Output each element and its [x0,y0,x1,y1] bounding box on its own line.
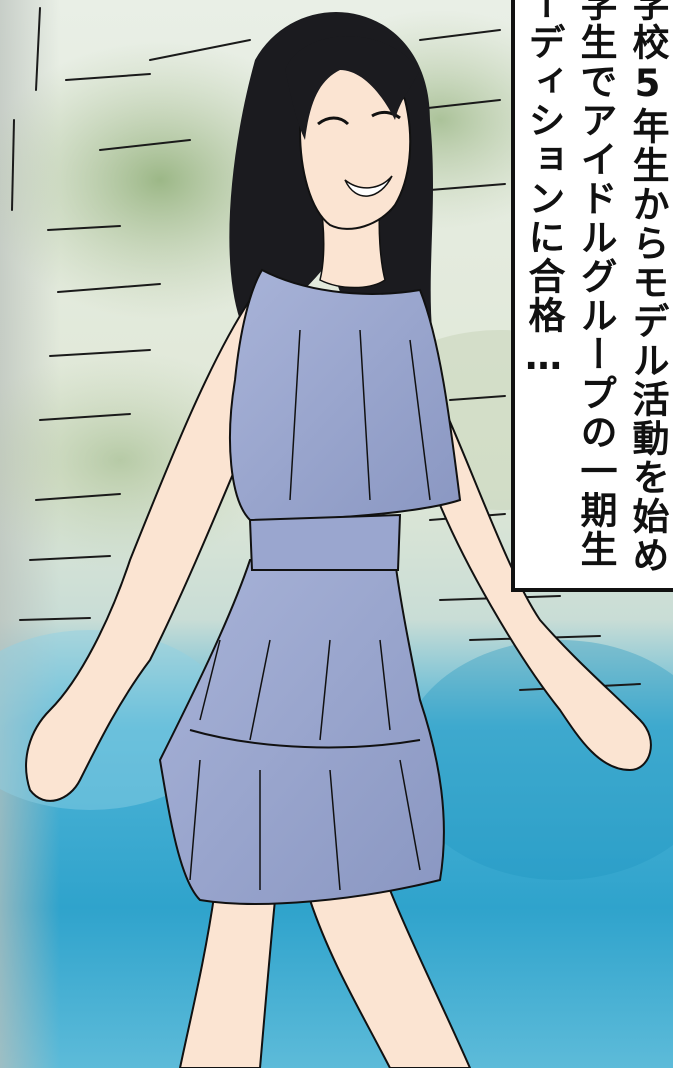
caption-line: 学生でアイドルグループの一期生 [574,0,617,569]
caption-line: ーディションに合格… [522,0,565,380]
caption-line: 学校5年生からモデル活動を始め [626,0,669,575]
caption-box: 学校5年生からモデル活動を始め 学生でアイドルグループの一期生 ーディションに合… [511,0,673,592]
